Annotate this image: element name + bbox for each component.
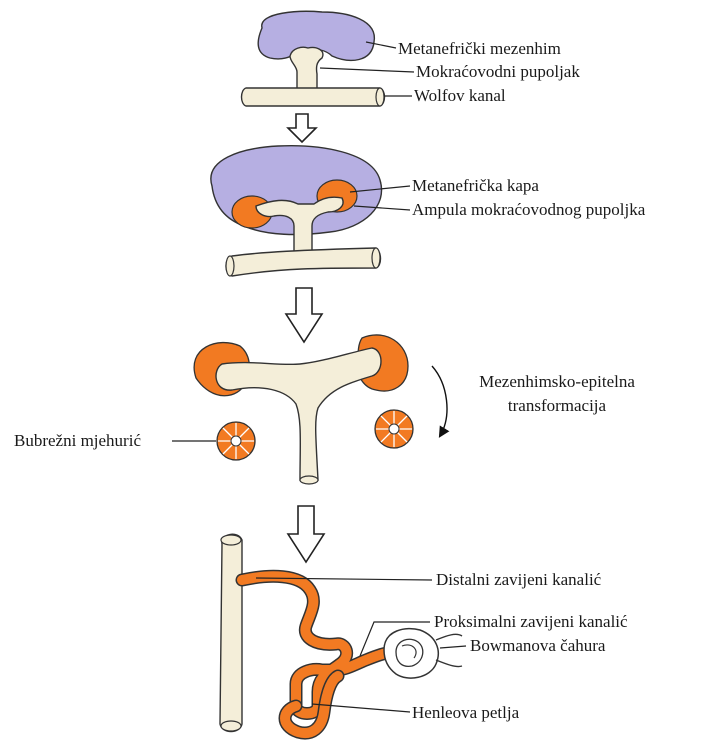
label-distal-tubule: Distalni zavijeni kanalić [436, 570, 601, 590]
label-bowman-capsule: Bowmanova čahura [470, 636, 605, 656]
bowman-capsule [384, 629, 462, 678]
label-loop-of-henle: Henleova petlja [412, 703, 519, 723]
label-wolffian-duct: Wolfov kanal [414, 86, 506, 106]
label-metanephric-cap: Metanefrička kapa [412, 176, 539, 196]
stage-2-metanephric-cap [211, 146, 382, 276]
label-met-line-1: Mezenhimsko-epitelna [452, 372, 662, 392]
stage-1-ureteric-bud-formation [242, 11, 385, 106]
label-metanephric-mesenchyme: Metanefrički mezenhim [398, 39, 561, 59]
label-proximal-tubule: Proksimalni zavijeni kanalić [434, 612, 628, 632]
label-ureteric-bud-ampulla: Ampula mokraćovodnog pupoljka [412, 200, 645, 220]
wolffian-duct-tube-2 [226, 248, 381, 276]
stage-arrow-3 [288, 506, 324, 562]
renal-vesicle-left [217, 422, 255, 460]
ureteric-bud-stalk [290, 47, 323, 90]
collecting-duct-tube [220, 534, 242, 731]
ureteric-tree-stage3 [216, 348, 381, 480]
stage-arrow-1 [288, 114, 316, 142]
stage-arrow-2 [286, 288, 322, 342]
renal-vesicle-right [375, 410, 413, 448]
met-curved-arrow [432, 366, 447, 436]
stage-3-renal-vesicles [194, 335, 447, 484]
label-met-line-2: transformacija [452, 396, 662, 416]
label-renal-vesicle: Bubrežni mjehurić [14, 431, 141, 451]
wolffian-duct-tube [242, 88, 385, 106]
label-ureteric-bud: Mokraćovodni pupoljak [416, 62, 580, 82]
